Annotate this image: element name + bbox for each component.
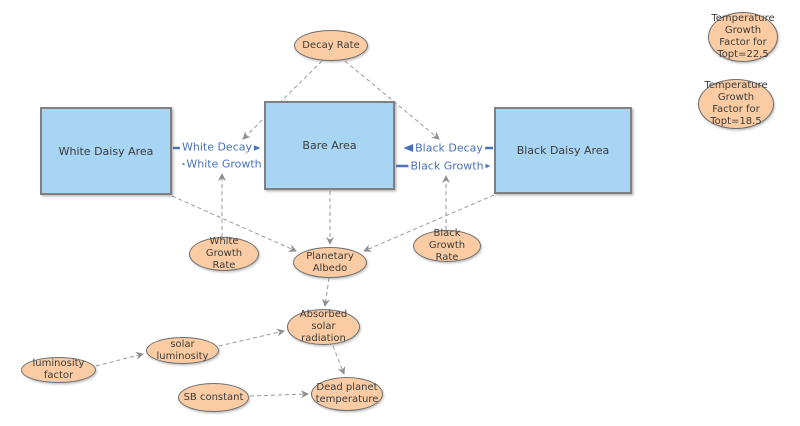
connector-sb-constant-to-dead-planet-temp [249,390,309,399]
connector-solar-luminosity-to-absorbed-solar [218,328,285,347]
stock-label: Black Daisy Area [516,144,610,157]
variable-label: White Growth Rate [205,236,243,271]
variable-label: Temperature Growth Factor for Topt=22.5 [711,13,775,60]
flow-label-black-decay[interactable]: Black Decay [413,141,485,155]
connector-black-daisy-to-planetary-albedo [363,194,495,252]
connector-absorbed-solar-to-dead-planet-temp [332,345,346,375]
variable-temp-growth-factor-18-5[interactable]: Temperature Growth Factor for Topt=18.5 [698,79,774,129]
connector-decay-rate-to-white-decay [242,60,323,140]
stock-label: Bare Area [302,139,357,152]
variable-planetary-albedo[interactable]: Planetary Albedo [293,247,367,278]
variable-decay-rate[interactable]: Decay Rate [294,30,368,61]
variable-black-growth-rate[interactable]: Black Growth Rate [413,228,481,263]
variable-absorbed-solar-radiation[interactable]: Absorbed solar radiation [287,309,360,345]
connector-planetary-albedo-to-absorbed-solar [322,277,330,307]
connector-decay-rate-to-black-decay [344,60,440,140]
variable-sb-constant[interactable]: SB constant [178,383,249,412]
stock-bare-area[interactable]: Bare Area [264,101,395,190]
variable-luminosity-factor[interactable]: luminosity factor [21,357,96,383]
variable-label: Black Growth Rate [428,228,466,263]
stock-white-daisy-area[interactable]: White Daisy Area [40,107,172,195]
stock-black-daisy-area[interactable]: Black Daisy Area [494,107,632,194]
variable-label: Temperature Growth Factor for Topt=18.5 [704,80,768,127]
variable-label: luminosity factor [32,358,85,381]
flow-label-white-growth[interactable]: White Growth [184,157,264,171]
flow-label-black-growth[interactable]: Black Growth [408,159,486,173]
variable-label: Dead planet temperature [315,382,379,405]
variable-label: Decay Rate [302,39,360,51]
connector-white-daisy-to-planetary-albedo [171,195,297,252]
variable-white-growth-rate[interactable]: White Growth Rate [189,236,259,271]
variable-label: solar luminosity [156,338,209,362]
connector-luminosity-factor-to-solar-luminosity [95,351,144,367]
variable-label: Absorbed solar radiation [299,309,348,344]
variable-dead-planet-temperature[interactable]: Dead planet temperature [311,377,383,411]
stock-label: White Daisy Area [58,144,154,158]
variable-temp-growth-factor-22-5[interactable]: Temperature Growth Factor for Topt=22.5 [708,12,778,62]
variable-label: Planetary Albedo [306,250,354,274]
variable-label: SB constant [183,391,244,403]
flow-label-white-decay[interactable]: White Decay [179,140,255,154]
variable-solar-luminosity[interactable]: solar luminosity [146,337,219,364]
